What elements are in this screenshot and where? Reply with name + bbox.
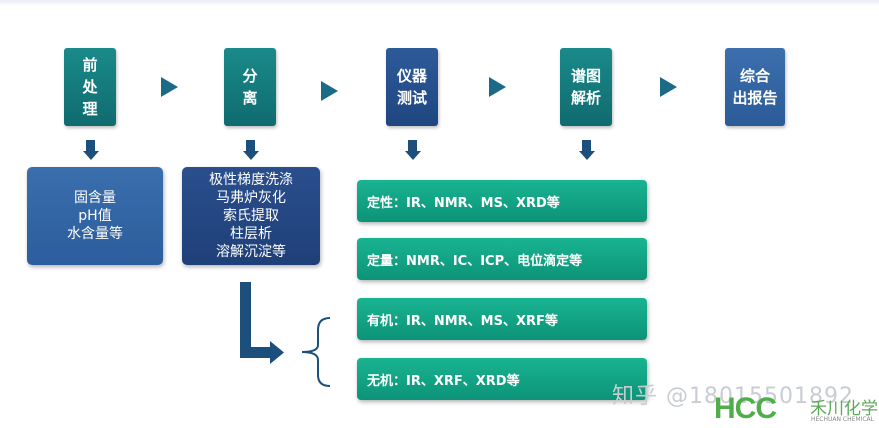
company-logo: HCC 禾川化学 HECHUAN CHEMICAL [714, 392, 878, 426]
right-arrow-icon [489, 77, 506, 97]
logo-main: HCC [714, 392, 777, 425]
right-arrow-icon [161, 77, 178, 97]
logo-en: HECHUAN CHEMICAL [811, 416, 874, 423]
step-pretreatment: 前 处 理 [64, 48, 116, 126]
qualitative-test-box: 定性：IR、NMR、MS、XRD等 [357, 180, 647, 222]
inorganic-test-box: 无机：IR、XRF、XRD等 [357, 358, 647, 400]
top-decoration [0, 0, 879, 6]
organic-test-box: 有机：IR、NMR、MS、XRF等 [357, 298, 647, 340]
bracket [301, 317, 331, 387]
step-spectrum-analysis: 谱图 解析 [560, 48, 612, 126]
right-arrow-icon [321, 81, 338, 101]
pretreatment-box: 固含量 pH值 水含量等 [27, 167, 163, 265]
separation-box: 极性梯度洗涤 马弗炉灰化 索氏提取 柱层析 溶解沉淀等 [182, 167, 320, 265]
right-arrow-icon [660, 77, 677, 97]
step-report: 综合 出报告 [725, 48, 785, 126]
step-instrument-test: 仪器 测试 [386, 48, 438, 126]
l-arrow-icon [240, 282, 284, 364]
step-separation: 分 离 [224, 48, 276, 126]
quantitative-test-box: 定量：NMR、IC、ICP、电位滴定等 [357, 238, 647, 280]
watermark-text: 知乎 @18015501892 [612, 384, 854, 409]
logo-cn: 禾川化学 [810, 399, 878, 419]
